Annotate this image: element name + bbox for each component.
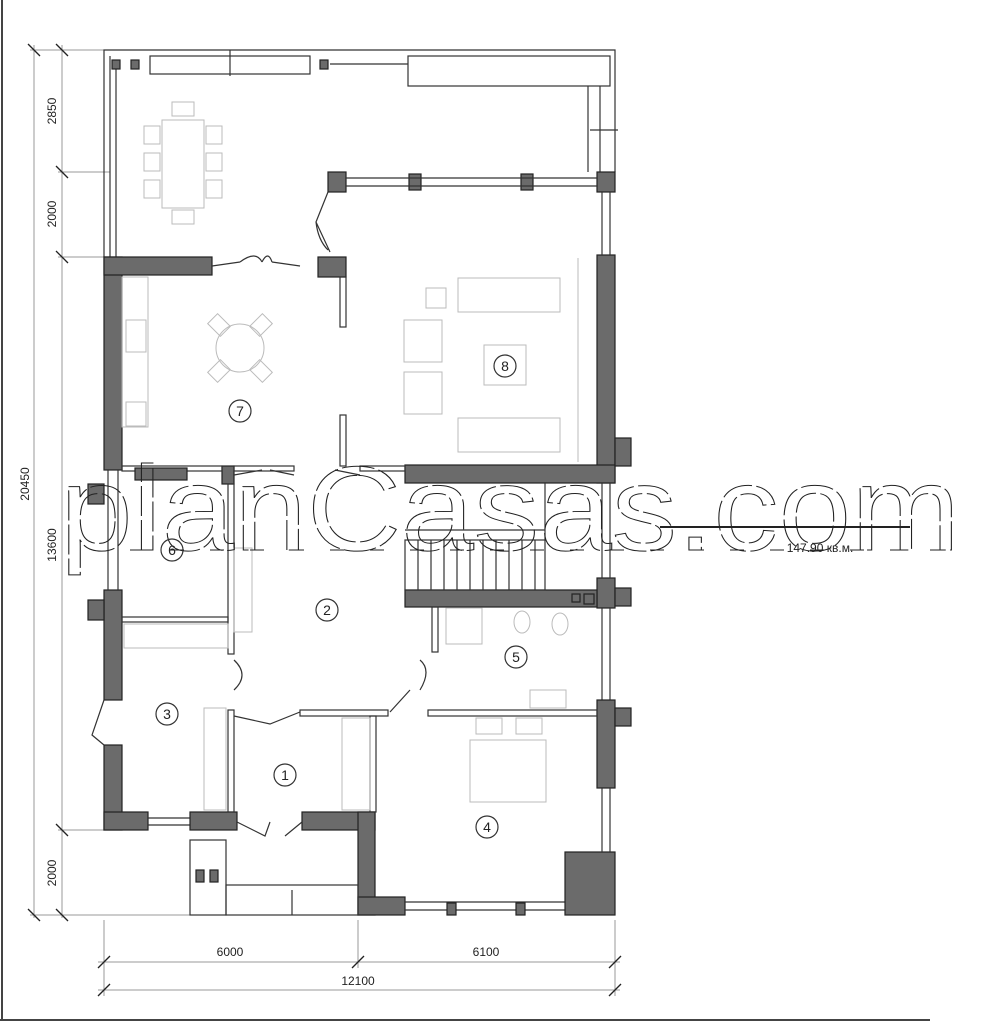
dim-left-width: 6000	[217, 945, 244, 959]
dim-total-width: 12100	[341, 974, 375, 988]
room-label-7: 7	[228, 399, 252, 423]
walls	[87, 171, 632, 916]
dim-total-height: 20450	[18, 467, 32, 501]
svg-text:planCasas.com: planCasas.com	[60, 442, 960, 576]
room-label-3: 3	[155, 702, 179, 726]
watermark: planCasas.com	[60, 442, 965, 577]
terrace-dining-table	[143, 101, 223, 225]
dim-right-width: 6100	[473, 945, 500, 959]
room-label-6: 6	[160, 538, 184, 562]
total-area-label: 147.90 кв.м.	[787, 541, 854, 555]
room-labels: 1 2 3 4 5 6 7 8	[155, 354, 528, 839]
room-label-2: 2	[315, 598, 339, 622]
svg-text:1: 1	[281, 767, 289, 783]
svg-text:5: 5	[512, 649, 520, 665]
svg-text:7: 7	[236, 403, 244, 419]
doors	[91, 191, 427, 837]
svg-text:8: 8	[501, 358, 509, 374]
staircase	[404, 483, 546, 591]
room-label-4: 4	[475, 815, 499, 839]
room-label-1: 1	[273, 763, 297, 787]
svg-text:3: 3	[163, 706, 171, 722]
furniture	[121, 258, 595, 916]
svg-text:4: 4	[483, 819, 491, 835]
dim-terrace: 2850	[45, 97, 59, 124]
dim-inner-height: 13600	[45, 528, 59, 562]
dimension-lines-left	[27, 43, 190, 922]
terrace	[103, 49, 618, 257]
svg-text:2: 2	[323, 602, 331, 618]
dimension-lines-bottom	[97, 920, 622, 997]
svg-text:6: 6	[168, 542, 176, 558]
dim-porch-bottom: 2000	[45, 859, 59, 886]
room-label-8: 8	[493, 354, 517, 378]
room-label-5: 5	[504, 645, 528, 669]
dim-porch-top: 2000	[45, 200, 59, 227]
